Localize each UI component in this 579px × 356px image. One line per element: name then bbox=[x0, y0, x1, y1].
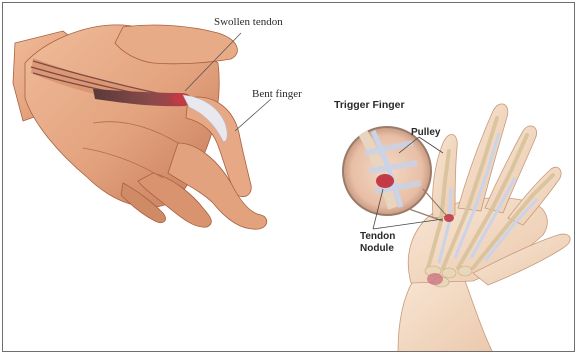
label-tendon-nodule-line1: Tendon bbox=[360, 231, 395, 242]
label-tendon-nodule-line2: Nodule bbox=[360, 243, 394, 254]
magnified-nodule bbox=[376, 174, 394, 188]
label-tendon-nodule: Tendon Nodule bbox=[360, 231, 395, 255]
label-bent-finger: Bent finger bbox=[252, 88, 302, 100]
right-hand bbox=[398, 104, 570, 352]
magnifier-inset bbox=[343, 127, 446, 221]
trigger-finger-illustration bbox=[3, 3, 575, 352]
diagram-frame: Swollen tendon Bent finger Trigger Finge… bbox=[2, 2, 575, 352]
bent-finger-leader bbox=[235, 99, 271, 131]
right-wrist-highlight bbox=[427, 273, 443, 285]
label-pulley: Pulley bbox=[411, 127, 440, 138]
label-swollen-tendon: Swollen tendon bbox=[214, 16, 283, 28]
left-hand bbox=[13, 25, 271, 229]
right-wrist bbox=[398, 275, 493, 352]
label-trigger-finger-title: Trigger Finger bbox=[334, 99, 405, 111]
